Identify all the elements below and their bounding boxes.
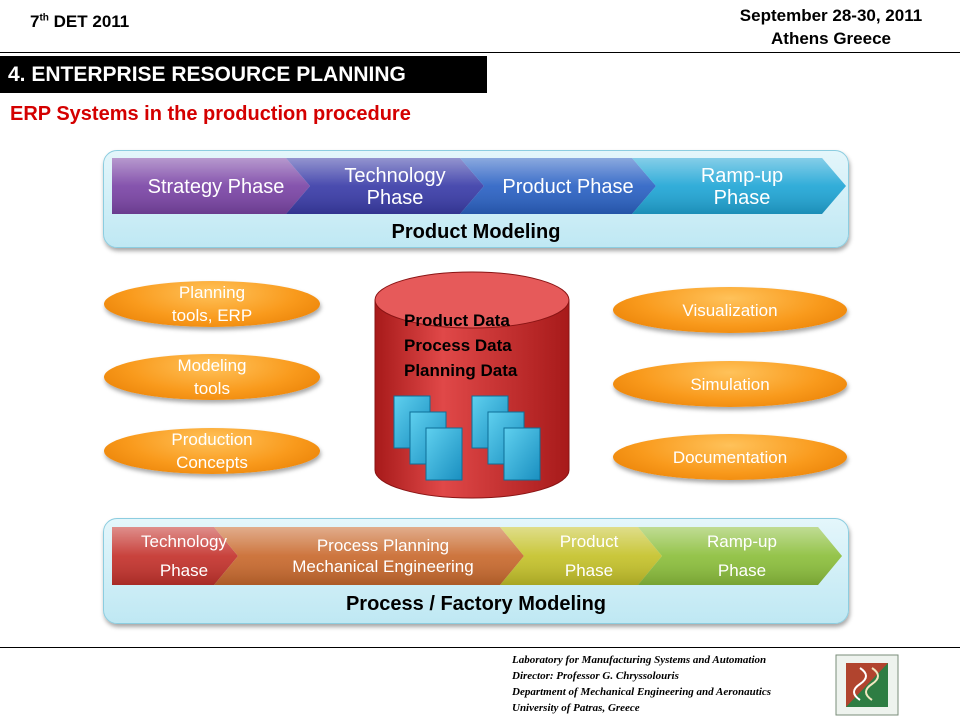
tool-oval-modeling[interactable]: Modeling tools	[104, 354, 320, 400]
product-phase-1-label: Strategy Phase	[148, 176, 285, 198]
document-stack-icon	[393, 395, 541, 481]
event-location: Athens Greece	[771, 29, 891, 48]
event-dates: September 28-30, 2011	[739, 6, 923, 25]
event-name: 7th DET 2011	[30, 12, 130, 31]
product-phase-4-label-line2: Phase	[714, 187, 771, 209]
lms-logo-icon	[835, 654, 899, 716]
tool-oval-visualization-label: Visualization	[682, 300, 778, 320]
tool-oval-documentation[interactable]: Documentation	[613, 434, 847, 480]
tool-oval-production-line1: Production	[171, 430, 253, 449]
process-phase-3-label-line1: Product	[560, 532, 619, 551]
process-phase-3-label-line2: Phase	[565, 561, 613, 580]
footer-line-2: Director: Professor G. Chryssolouris	[512, 670, 679, 682]
process-phase-4-label-line1: Ramp-up	[707, 532, 777, 551]
tool-oval-planning[interactable]: Planning tools, ERP	[104, 281, 320, 327]
process-phase-1-label-line1: Technology	[141, 532, 228, 551]
tool-oval-production-line2: Concepts	[176, 453, 248, 472]
tool-oval-simulation-label: Simulation	[690, 374, 770, 394]
tool-oval-visualization[interactable]: Visualization	[613, 287, 847, 333]
process-phase-shine	[112, 527, 842, 585]
product-phase-shine	[112, 158, 846, 214]
database-label: Product Data Process Data Planning Data	[404, 308, 517, 383]
product-phase-2-label-line2: Phase	[367, 187, 424, 209]
slide-subtitle: ERP Systems in the production procedure	[10, 103, 411, 125]
process-phase-1-label-line2: Phase	[160, 561, 208, 580]
product-phase-4-label-line1: Ramp-up	[701, 165, 783, 187]
product-phase-2-label-line1: Technology	[344, 165, 445, 187]
product-modeling-label: Product Modeling	[391, 221, 561, 243]
section-title: 4. ENTERPRISE RESOURCE PLANNING	[0, 56, 487, 93]
event-dates-location: September 28-30, 2011 Athens Greece	[716, 4, 946, 50]
footer-line-3: Department of Mechanical Engineering and…	[512, 686, 772, 698]
tool-oval-modeling-line1: Modeling	[177, 356, 247, 375]
header-divider	[0, 52, 960, 53]
process-phase-2-label-line2: Mechanical Engineering	[292, 557, 473, 576]
tool-oval-modeling-line2: tools	[194, 379, 230, 398]
database-line-3: Planning Data	[404, 361, 518, 380]
footer-divider	[0, 647, 960, 648]
tool-oval-planning-line2: tools, ERP	[171, 306, 253, 325]
footer-line-4: University of Patras, Greece	[512, 702, 640, 714]
tool-oval-documentation-label: Documentation	[672, 447, 788, 467]
footer-credits: Laboratory for Manufacturing Systems and…	[512, 652, 771, 716]
process-phase-4-label-line2: Phase	[718, 561, 766, 580]
process-phase-2-label-line1: Process Planning	[317, 536, 449, 555]
database-line-2: Process Data	[404, 336, 512, 355]
tool-oval-simulation[interactable]: Simulation	[613, 361, 847, 407]
tool-oval-planning-line1: Planning	[178, 283, 246, 302]
footer-line-1: Laboratory for Manufacturing Systems and…	[512, 654, 767, 666]
product-phase-3-label: Product Phase	[502, 176, 633, 198]
database-line-1: Product Data	[404, 311, 510, 330]
